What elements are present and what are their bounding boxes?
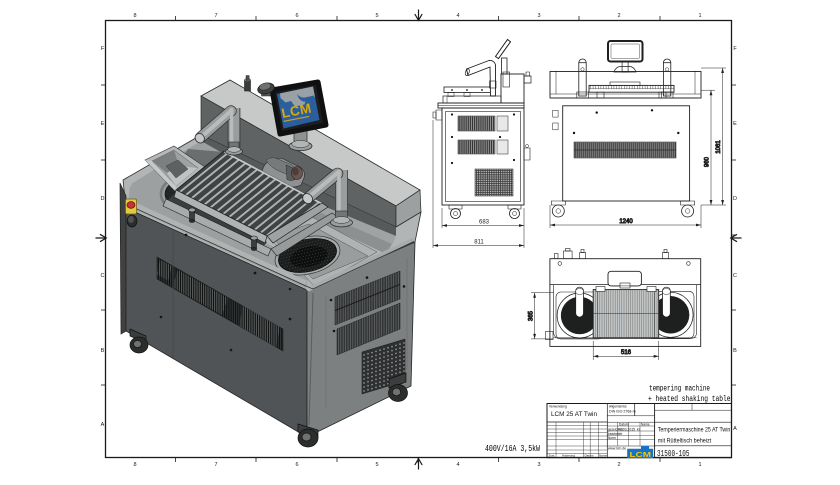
svg-text:2: 2 <box>617 13 620 19</box>
svg-text:1: 1 <box>698 462 701 468</box>
svg-text:Datum: Datum <box>619 422 629 426</box>
svg-text:bearbeitet: bearbeitet <box>608 432 622 436</box>
svg-text:+ heated shaking table: + heated shaking table <box>648 394 731 404</box>
svg-text:683: 683 <box>479 220 490 226</box>
svg-text:8: 8 <box>133 13 136 19</box>
svg-text:mit Rütteltisch beheizt: mit Rütteltisch beheizt <box>658 437 712 444</box>
svg-text:E: E <box>733 121 737 127</box>
svg-text:31500-105: 31500-105 <box>657 449 690 459</box>
svg-text:3: 3 <box>537 462 540 468</box>
svg-text:gezeichnet: gezeichnet <box>608 427 624 431</box>
svg-text:B: B <box>101 348 105 354</box>
svg-text:2: 2 <box>617 462 620 468</box>
svg-text:Zust.: Zust. <box>549 454 556 458</box>
svg-text:tempering machine: tempering machine <box>649 384 710 394</box>
svg-text:www.lcm.de: www.lcm.de <box>608 447 626 451</box>
svg-text:7: 7 <box>214 462 217 468</box>
svg-text:Name: Name <box>641 422 650 426</box>
svg-text:3: 3 <box>537 13 540 19</box>
svg-text:7: 7 <box>214 13 217 19</box>
svg-text:Verwendung: Verwendung <box>549 405 567 409</box>
svg-text:D: D <box>101 196 105 202</box>
svg-text:365: 365 <box>528 310 534 321</box>
svg-text:1061: 1061 <box>716 140 722 154</box>
svg-text:Name: Name <box>599 454 607 458</box>
svg-text:1240: 1240 <box>619 219 633 225</box>
svg-text:4: 4 <box>456 13 459 19</box>
svg-text:1: 1 <box>698 13 701 19</box>
svg-text:LCM: LCM <box>630 450 652 459</box>
svg-text:F: F <box>101 46 105 52</box>
svg-text:6: 6 <box>295 462 298 468</box>
svg-text:B: B <box>733 348 737 354</box>
svg-text:Datum: Datum <box>585 454 594 458</box>
svg-text:LCM 25 AT Twin: LCM 25 AT Twin <box>551 412 597 418</box>
svg-text:Änderung: Änderung <box>562 454 575 458</box>
svg-text:C: C <box>101 273 105 279</box>
svg-text:811: 811 <box>474 240 484 246</box>
svg-text:5: 5 <box>375 462 378 468</box>
svg-text:F: F <box>733 46 737 52</box>
svg-text:C: C <box>733 273 737 279</box>
svg-text:4: 4 <box>456 462 459 468</box>
svg-text:400V/16A 3,5kW: 400V/16A 3,5kW <box>485 443 540 454</box>
svg-text:E: E <box>101 121 105 127</box>
svg-text:Norm: Norm <box>608 436 616 440</box>
svg-text:kr: kr <box>637 427 641 431</box>
svg-text:Temperiermaschine 25 AT Twin: Temperiermaschine 25 AT Twin <box>658 427 731 434</box>
svg-text:6: 6 <box>295 13 298 19</box>
svg-text:Allgemeintol.: Allgemeintol. <box>609 405 627 409</box>
svg-text:5: 5 <box>375 13 378 19</box>
svg-text:516: 516 <box>621 350 632 356</box>
svg-text:02.03.2015: 02.03.2015 <box>618 427 635 431</box>
svg-text:A: A <box>733 426 737 432</box>
svg-text:A: A <box>101 422 105 428</box>
svg-text:DIN ISO 2768-m: DIN ISO 2768-m <box>609 410 636 414</box>
svg-text:8: 8 <box>133 462 136 468</box>
svg-text:960: 960 <box>705 156 711 167</box>
svg-text:D: D <box>733 196 737 202</box>
svg-text:LCM: LCM <box>280 100 312 120</box>
